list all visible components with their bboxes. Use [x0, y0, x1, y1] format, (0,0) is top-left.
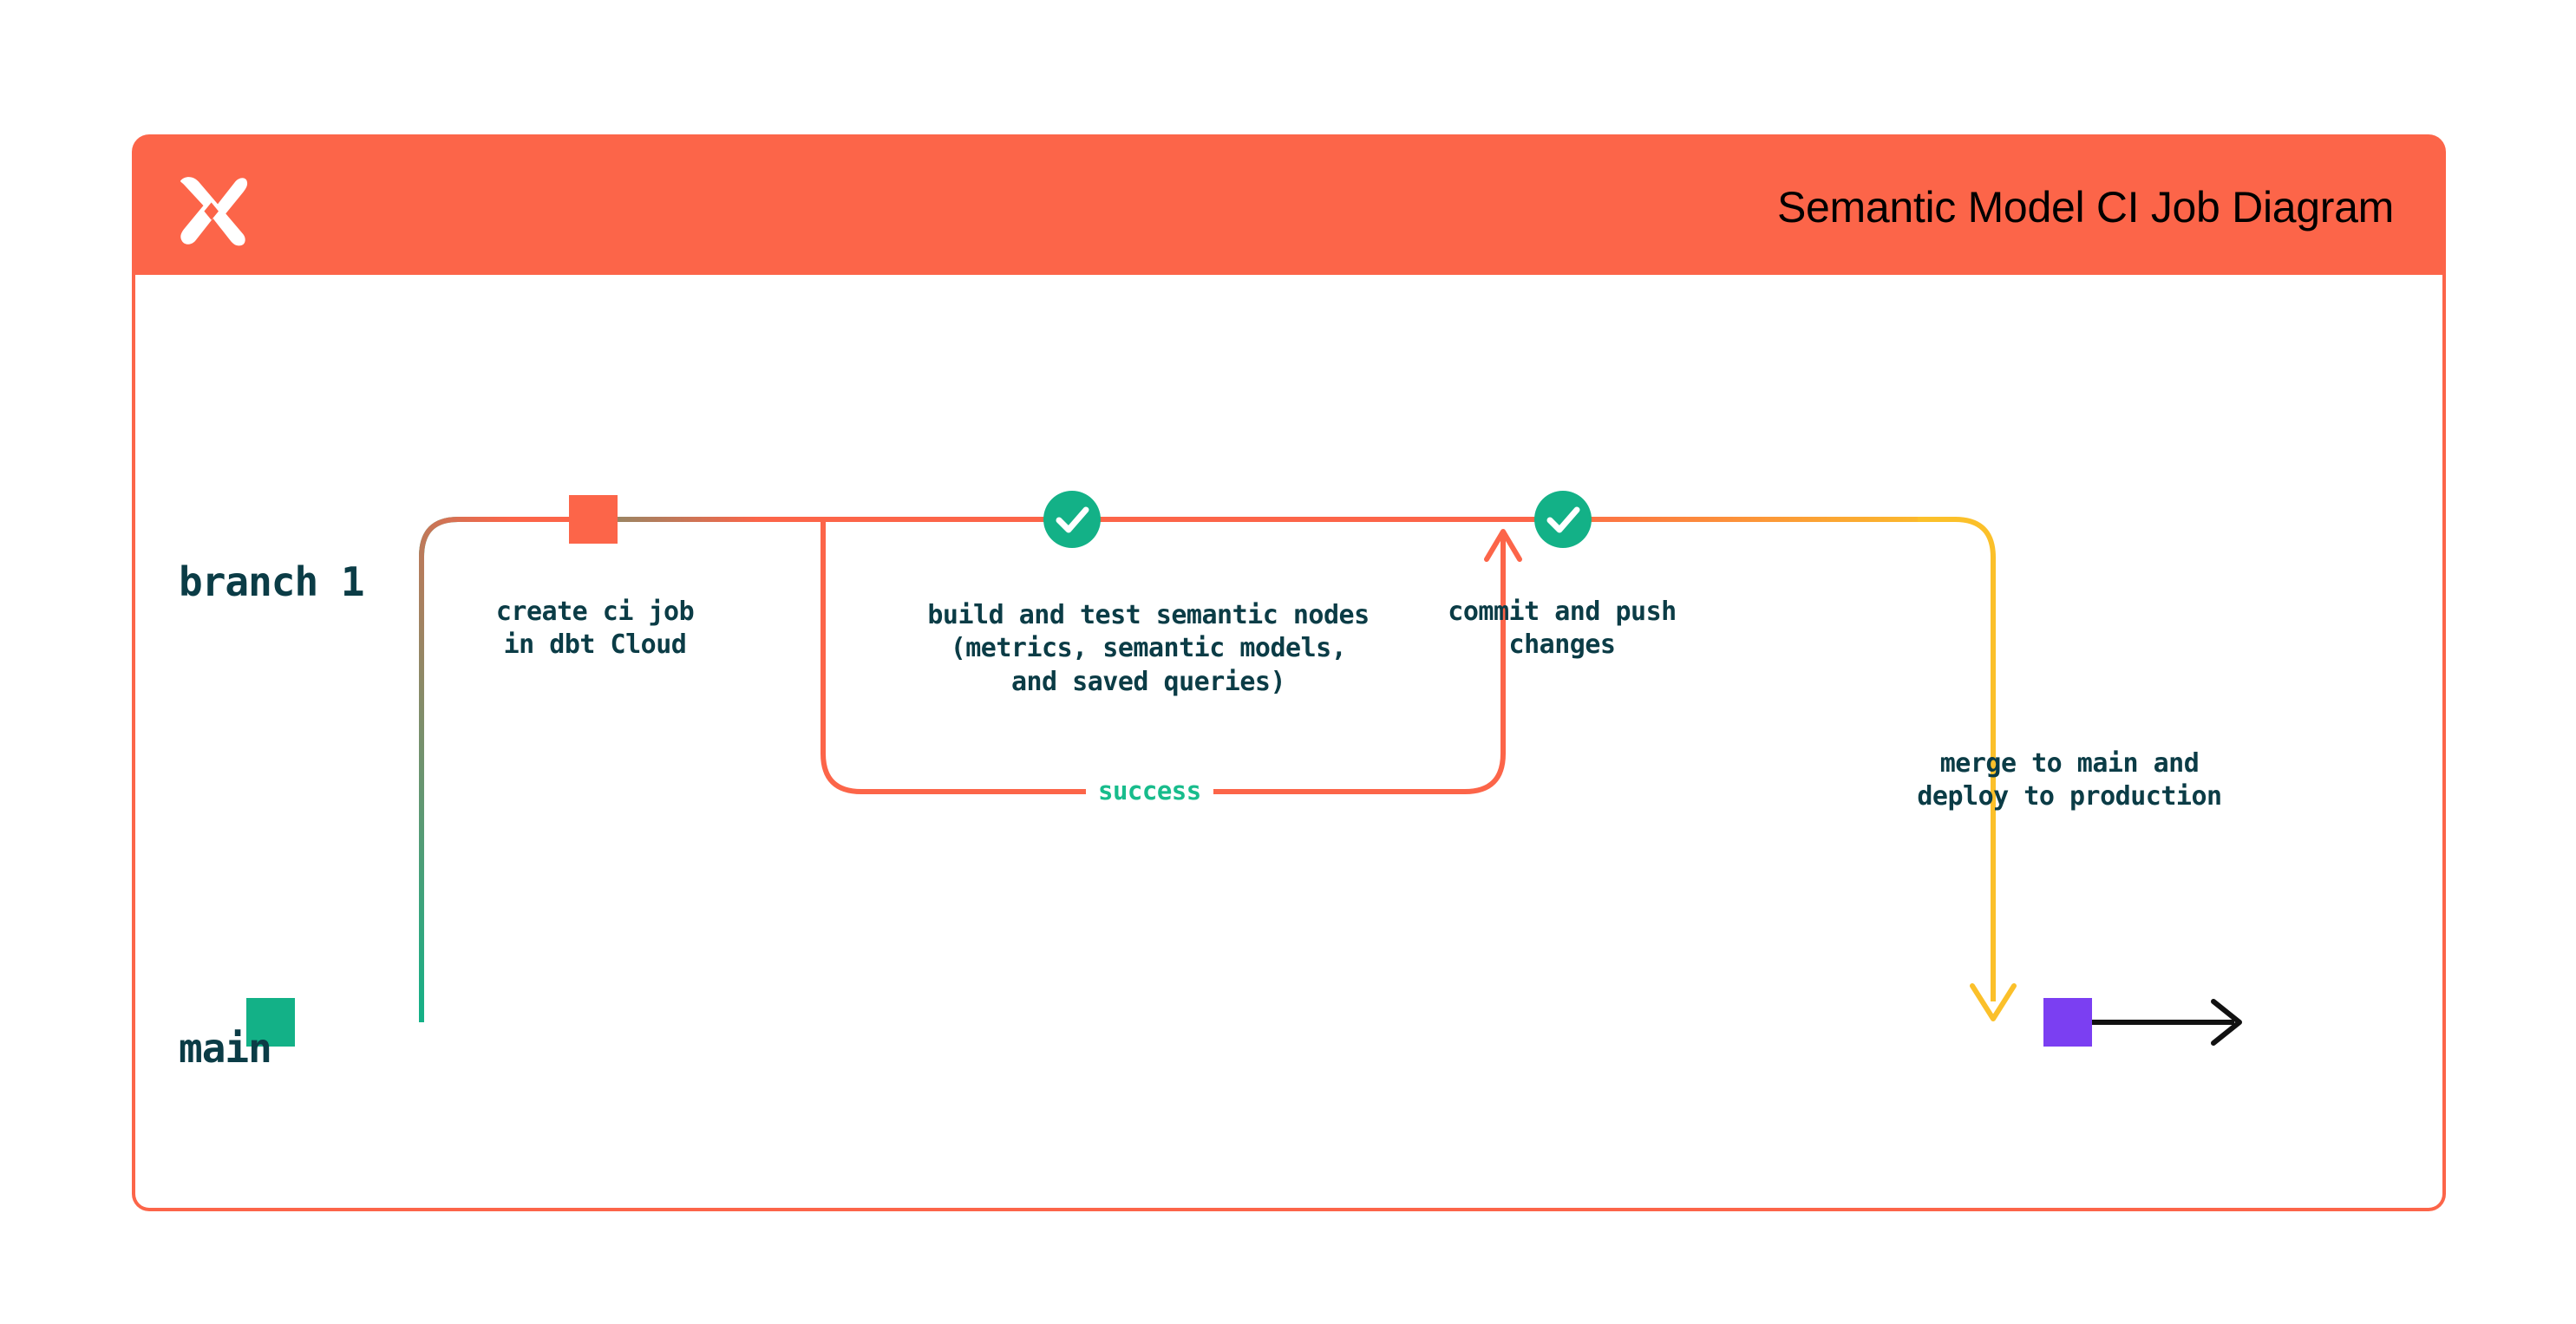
node-label-merge-to-main: merge to main and deploy to production — [1917, 748, 2222, 812]
merge-down-edge — [1918, 517, 1996, 1001]
card-header: Semantic Model CI Job Diagram — [132, 134, 2446, 280]
dbt-logo-icon — [168, 167, 248, 247]
node-label-create-ci-job: create ci job in dbt Cloud — [495, 597, 695, 661]
check-icon — [1546, 506, 1580, 533]
branch-lane-line — [419, 517, 1957, 1022]
node-commit-and-push — [1534, 491, 1592, 548]
node-merge-to-main — [2043, 998, 2092, 1047]
merge-down-arrowhead — [1970, 983, 2017, 1021]
node-label-commit-and-push: commit and push changes — [1448, 597, 1677, 661]
page-title: Semantic Model CI Job Diagram — [1776, 183, 2394, 232]
edge-label-success: success — [1086, 776, 1213, 805]
card-body: branch 1 main create ci job in dbt Cloud… — [132, 275, 2446, 1211]
node-build-and-test — [1043, 491, 1101, 548]
node-create-ci-job — [569, 495, 618, 544]
node-main-start — [246, 998, 295, 1047]
branch-lane-riser — [419, 517, 586, 1022]
diagram-card: Semantic Model CI Job Diagram — [132, 134, 2446, 1211]
node-label-build-and-test: build and test semantic nodes (metrics, … — [927, 600, 1370, 697]
lane-label-main: main — [179, 1025, 272, 1072]
branch-diagram-canvas — [246, 491, 2242, 1047]
success-loop-arrowhead — [1484, 529, 1522, 562]
check-icon — [1056, 506, 1089, 533]
main-continue-arrowhead — [2211, 999, 2242, 1046]
lane-label-branch-1: branch 1 — [179, 558, 365, 605]
